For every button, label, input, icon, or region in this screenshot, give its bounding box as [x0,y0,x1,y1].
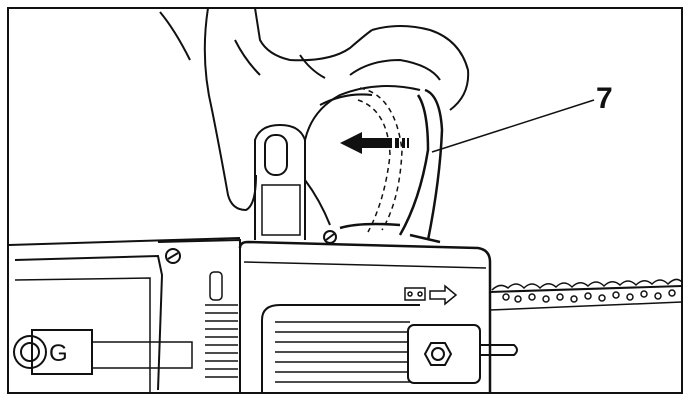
guide-bar-bottom [489,301,683,311]
screw-left [165,248,181,264]
chain-cover [238,240,492,392]
motor-section [157,238,241,392]
body-top-line [8,237,241,246]
callout-leader [431,99,595,153]
bar-bolt [480,344,518,356]
handle-slot [264,134,288,176]
callout-number: 7 [596,82,613,115]
tensioner-panel [261,304,420,392]
gloved-hand [159,7,470,226]
vent-slots [205,271,238,378]
diagram-border [7,7,683,394]
chain-cover-edge [243,261,487,269]
saw-chain-links [491,278,683,303]
brake-lever-dashed [357,87,403,233]
guide-bar-top [489,285,683,293]
panel-ribs [275,321,410,383]
chain-brake-lever [339,88,444,244]
rear-housing-inner [14,277,151,392]
label-plate [31,329,93,375]
label-tail [92,341,193,369]
push-direction-arrow [340,132,409,154]
round-knob [13,335,47,369]
front-handle [254,123,306,240]
screw-front [323,230,337,244]
chain-direction-icon [404,284,458,306]
rear-housing [14,254,164,391]
handle-lower [261,184,301,236]
label-letter: G [49,340,68,367]
bar-nut [423,342,453,366]
